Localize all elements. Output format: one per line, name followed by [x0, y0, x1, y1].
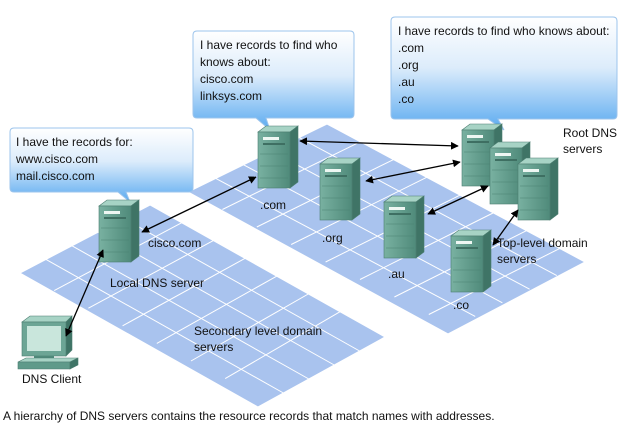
- dns-client-computer-icon: [17, 315, 79, 370]
- bubble-line: .au: [398, 75, 415, 89]
- local-dns-server-icon: [98, 199, 140, 263]
- secondary-level-label-line1: Secondary level domain: [194, 324, 323, 338]
- org-server-label: .org: [322, 231, 343, 245]
- bubble-line: knows about:: [200, 55, 271, 69]
- root-servers-label-line2: servers: [563, 142, 603, 156]
- com-server-label: .com: [260, 198, 287, 212]
- root-records-text: I have records to find who knows about: …: [398, 23, 609, 108]
- bubble-line: I have the records for:: [16, 135, 133, 149]
- top-level-servers-label-line1: Top-level domain: [497, 236, 588, 250]
- secondary-level-label-line2: servers: [194, 340, 234, 354]
- arrow-local-com: [141, 176, 257, 233]
- bubble-line: I have records to find who: [200, 38, 338, 52]
- bubble-line: .org: [398, 58, 419, 72]
- arrow-com-root: [299, 137, 459, 150]
- local-dns-server-label: Local DNS server: [110, 276, 205, 290]
- query-arrows: [65, 137, 519, 337]
- arrow-org-root: [365, 159, 461, 184]
- local-records-text: I have the records for: www.cisco.com ma…: [16, 134, 133, 185]
- bubble-line: I have records to find who knows about:: [398, 24, 610, 38]
- dns-client-label: DNS Client: [22, 372, 82, 386]
- arrow-au-root: [427, 185, 489, 215]
- bubble-line: .co: [398, 92, 415, 106]
- arrow-co-root: [492, 209, 519, 246]
- bubble-line: mail.cisco.com: [16, 169, 95, 183]
- top-level-servers-label-line2: servers: [497, 252, 537, 266]
- bubble-line: cisco.com: [200, 72, 254, 86]
- co-server-label: .co: [453, 298, 470, 312]
- com-records-text: I have records to find who knows about: …: [200, 37, 337, 105]
- au-server-icon: [383, 195, 425, 259]
- bubble-line: .com: [398, 41, 425, 55]
- root-servers-label-line1: Root DNS: [563, 126, 618, 140]
- root-server-icon: [517, 157, 559, 221]
- figure-caption: A hierarchy of DNS servers contains the …: [3, 409, 495, 423]
- bubble-line: www.cisco.com: [16, 152, 99, 166]
- arrow-client-local: [65, 249, 104, 337]
- com-server-icon: [257, 125, 299, 189]
- cisco-server-label: cisco.com: [148, 236, 202, 250]
- bubble-line: linksys.com: [200, 89, 263, 103]
- com-records-bubble: [192, 30, 355, 132]
- co-server-icon: [450, 229, 492, 293]
- org-server-icon: [319, 157, 361, 221]
- au-server-label: .au: [388, 267, 405, 281]
